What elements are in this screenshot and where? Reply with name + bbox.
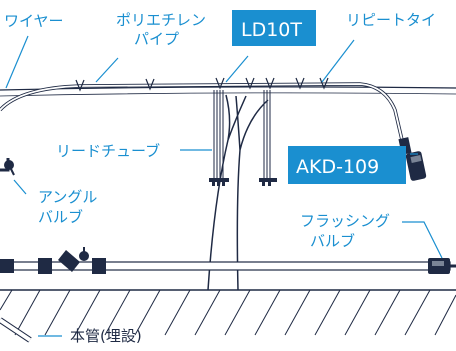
strainer-icon <box>58 250 80 272</box>
angle-valve-icon <box>0 158 15 176</box>
dripper-code: LD10T <box>241 19 302 41</box>
leader-lines <box>5 35 443 337</box>
support-wire-lower <box>0 92 456 97</box>
label-polyethylene-pipe-1: ポリエチレン <box>116 11 206 29</box>
polyethylene-pipe <box>0 82 404 141</box>
main-pipe-above-ground <box>0 247 451 274</box>
leader-angle-valve <box>13 179 27 195</box>
check-valve-code-box <box>288 146 406 184</box>
label-repeat-tie: リピートタイ <box>346 11 436 29</box>
leader-wire <box>5 35 29 89</box>
tie <box>145 78 155 91</box>
label-flushing-valve-2: バルブ <box>310 232 355 250</box>
pipe-fitting-icon <box>38 258 52 274</box>
flushing-valve-icon <box>428 258 456 274</box>
polyethylene-pipe-inner <box>0 83 403 141</box>
label-main-pipe: 本管(埋設) <box>70 327 142 345</box>
label-wire: ワイヤー <box>4 12 64 30</box>
dripper-icon <box>212 182 215 186</box>
dripper-icon <box>209 178 229 182</box>
buried-main-pipe-inner <box>0 318 32 342</box>
pipe-fitting-icon <box>0 259 14 273</box>
repeat-ties <box>75 77 329 92</box>
drippers-right <box>259 178 277 186</box>
dripper-icon <box>222 182 225 186</box>
lead-tubes-left <box>213 90 224 180</box>
tree-trunk <box>207 94 269 291</box>
tie <box>75 79 85 92</box>
label-flushing-valve-1: フラッシング <box>300 212 390 230</box>
dripper-icon <box>268 182 271 186</box>
label-angle-valve-1: アングル <box>38 188 97 206</box>
leader-dripper <box>225 55 249 83</box>
tie <box>245 77 255 90</box>
dripper-icon <box>217 182 220 186</box>
tie <box>319 77 329 90</box>
label-angle-valve-2: バルブ <box>38 208 83 226</box>
check-valve-code: AKD-109 <box>296 156 379 178</box>
drippers-left <box>209 178 229 186</box>
lead-tubes-right <box>263 90 271 180</box>
tie <box>295 77 305 90</box>
leader-flushing-valve <box>402 221 443 259</box>
ground-hatching <box>0 289 456 336</box>
leader-pipe <box>95 57 119 83</box>
dripper-icon <box>259 178 277 182</box>
label-lead-tube: リードチューブ <box>56 142 160 160</box>
pipe-fitting-icon <box>92 258 106 274</box>
dripper-icon <box>262 182 265 186</box>
ground <box>0 289 456 336</box>
dripper-code-box <box>232 10 316 46</box>
leader-repeat-tie <box>321 39 355 83</box>
label-polyethylene-pipe-2: パイプ <box>134 30 179 48</box>
tie <box>265 77 275 90</box>
tie <box>215 77 225 90</box>
